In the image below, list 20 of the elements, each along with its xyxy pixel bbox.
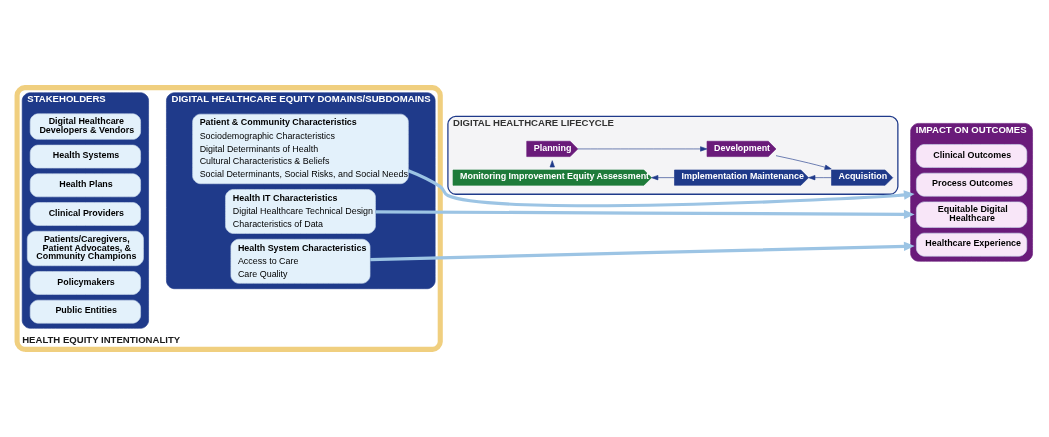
node-box: Health Plans bbox=[29, 173, 141, 198]
node-box: Public Entities bbox=[29, 299, 141, 324]
arrow bbox=[651, 175, 675, 181]
node-box: Policymakers bbox=[29, 271, 141, 295]
node-box: Clinical Outcomes bbox=[916, 144, 1028, 168]
node-box: Process Outcomes bbox=[916, 172, 1028, 197]
arrow bbox=[808, 175, 832, 181]
arrow bbox=[375, 209, 915, 220]
node-box: Patient & Community Characteristics Sociodemographic Characteristics Digital Determinants of Health Cultural Characteristics & Beliefs Social Determinants, Social Risks, and Social Needs bbox=[192, 113, 409, 185]
node-box: Clinical Providers bbox=[29, 202, 141, 226]
node-box: Health System Characteristics Access to Care Care Quality bbox=[230, 238, 371, 284]
arrow bbox=[577, 146, 708, 152]
arrow bbox=[775, 155, 832, 170]
node-box: Equitable Digital Healthcare bbox=[916, 201, 1028, 228]
node-box: Health IT Characteristics Digital Healthcare Technical Design Characteristics of Data bbox=[225, 189, 376, 234]
arrow bbox=[370, 241, 915, 262]
node-box: Healthcare Experience bbox=[916, 232, 1028, 257]
node-box: Patients/Caregivers, Patient Advocates, & Community Champions bbox=[27, 230, 144, 267]
node-box: Health Systems bbox=[29, 144, 141, 169]
node-box: Digital Healthcare Developers & Vendors bbox=[29, 113, 141, 140]
